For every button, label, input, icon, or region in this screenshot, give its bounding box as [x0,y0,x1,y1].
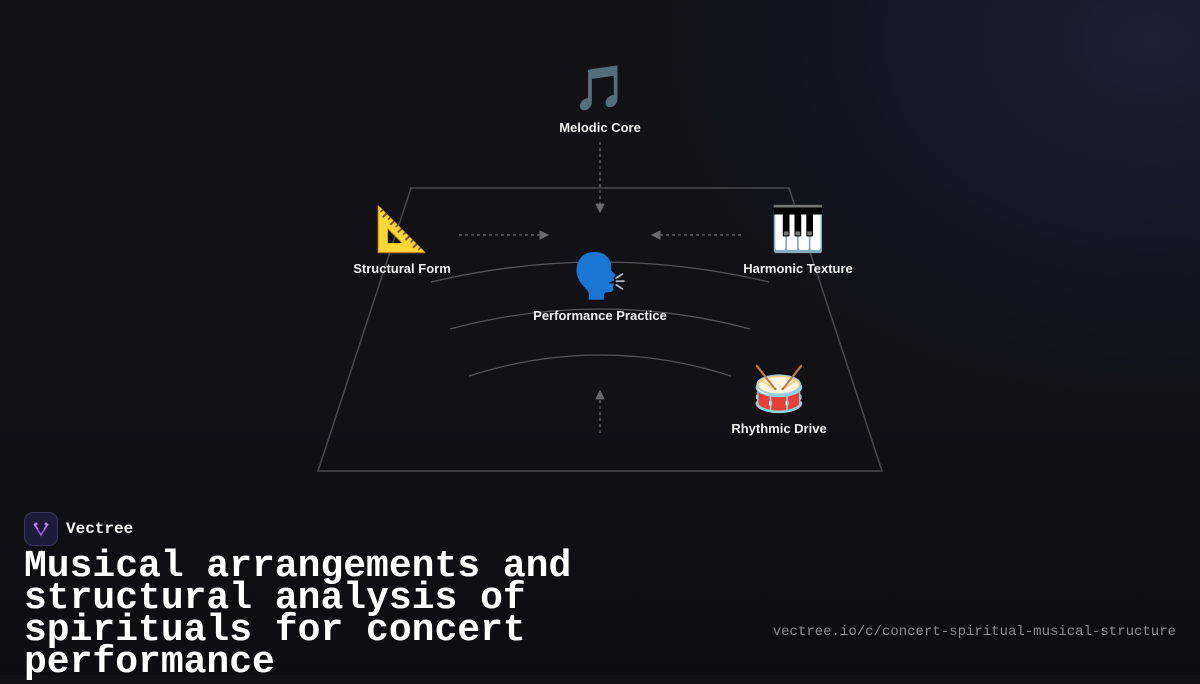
stage-arc-2 [449,308,751,330]
node-label-rhythmic-drive: Rhythmic Drive [731,421,827,436]
piano-keyboard-icon: 🎹 [770,204,826,255]
page-url[interactable]: vectree.io/c/concert-spiritual-musical-s… [772,624,1176,640]
node-label-melodic-core: Melodic Core [559,120,641,135]
stage-arc-1 [430,261,770,283]
vectree-logo-icon [24,512,58,546]
diagram-lines [316,142,884,472]
node-harmonic-texture: 🎹 Harmonic Texture [743,204,853,277]
node-performance-practice: 🗣️ Performance Practice [533,251,667,324]
vectree-logo-mark [33,522,49,537]
node-rhythmic-drive: 🥁 Rhythmic Drive [731,364,827,437]
stage-arc-3 [468,354,732,377]
node-label-harmonic-texture: Harmonic Texture [743,261,853,276]
node-label-structural-form: Structural Form [353,261,451,276]
node-melodic-core: 🎵 Melodic Core [559,63,641,136]
stage-outline [316,187,884,472]
drum-icon: 🥁 [751,364,807,415]
page-title: Musical arrangements and structural anal… [24,545,572,684]
node-structural-form: 📐 Structural Form [353,204,451,277]
concept-diagram: 🎵 Melodic Core 📐 Structural Form 🎹 Harmo… [316,63,884,472]
musical-note-icon: 🎵 [572,63,628,114]
speaking-head-icon: 🗣️ [572,251,628,302]
node-label-performance-practice: Performance Practice [533,308,667,323]
brand[interactable]: Vectree [24,512,133,546]
brand-name: Vectree [66,520,134,538]
triangular-ruler-icon: 📐 [374,204,430,255]
